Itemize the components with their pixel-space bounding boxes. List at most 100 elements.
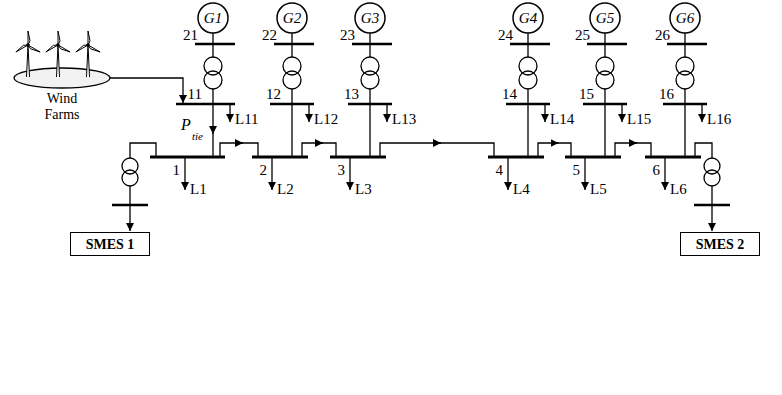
turbine-tower (27, 45, 30, 77)
tie-line (291, 104, 292, 157)
bus-number: 11 (188, 86, 202, 102)
generator-circle: G4 (512, 2, 544, 34)
bus-number: 13 (344, 85, 359, 103)
line-flow (380, 143, 441, 157)
bus-number: 16 (659, 85, 674, 103)
turbine-blade (58, 31, 60, 45)
load-name: L2 (277, 180, 294, 198)
generator-outline (277, 3, 307, 33)
wind-farm-illustration (8, 30, 120, 90)
generator-outline (355, 3, 385, 33)
load-name: L14 (550, 110, 574, 128)
wire (129, 186, 130, 205)
load-name: L4 (513, 180, 530, 198)
bus-bar (252, 156, 308, 159)
load-name: L11 (235, 111, 259, 127)
line-flow (239, 143, 258, 157)
generator-label: G4 (519, 11, 537, 26)
tie-line (604, 104, 605, 157)
transformer-winding (676, 57, 694, 75)
load-arrow (349, 157, 350, 190)
turbine-hub (26, 43, 30, 47)
line-flow (615, 143, 637, 157)
transformer-winding (204, 57, 222, 75)
transformer-winding (596, 57, 614, 75)
bus-number: 1 (173, 162, 181, 178)
bus-number: 6 (653, 162, 661, 178)
transformer-winding (204, 71, 222, 89)
wire (604, 89, 605, 104)
load-name: L5 (590, 180, 607, 198)
transformer-winding (361, 57, 379, 75)
bus-number: 14 (502, 86, 517, 102)
transformer-winding (283, 71, 301, 89)
load-arrow (271, 157, 272, 190)
line-flow (220, 143, 243, 157)
bus-number: 11 (188, 85, 202, 103)
load-name: L3 (355, 181, 372, 197)
bus-number: 15 (579, 85, 594, 103)
generator-outline (670, 3, 700, 33)
bus-bar (645, 156, 701, 159)
bus-number: 3 (338, 162, 346, 178)
turbine-blade (28, 31, 30, 45)
load-arrow (184, 157, 185, 190)
bus-number: 6 (653, 161, 661, 179)
load-arrow (386, 104, 387, 122)
bus-number: 23 (340, 26, 355, 44)
wire (212, 89, 213, 104)
load-name: L13 (392, 110, 416, 128)
load-name: L6 (670, 181, 687, 197)
tie-line (212, 104, 213, 134)
load-name: L14 (550, 111, 574, 127)
turbine-blade (76, 45, 88, 52)
turbine-blade (88, 45, 100, 52)
load-name: L4 (513, 181, 530, 197)
load-name: L5 (590, 181, 607, 197)
power-symbol: P (181, 116, 191, 134)
load-name: L16 (707, 110, 731, 128)
generator-outline (590, 3, 620, 33)
bus-number: 21 (183, 27, 198, 43)
generator-label: G3 (361, 11, 379, 26)
bus-number: 13 (344, 86, 359, 102)
generator-circle: G5 (589, 2, 621, 34)
bus-bar (565, 156, 621, 159)
transformer-winding (283, 57, 301, 75)
load-arrow (584, 157, 585, 190)
transformer-winding (676, 71, 694, 89)
generator-circle: G2 (276, 2, 308, 34)
bus-bar (667, 43, 707, 46)
bus-number: 4 (496, 161, 504, 179)
load-name: L15 (627, 111, 651, 127)
generator-outline (198, 3, 228, 33)
turbine-blade (58, 45, 70, 52)
bus-number: 15 (579, 86, 594, 102)
turbine-tower (87, 45, 90, 77)
wind-farm-label: Wind Farms (34, 91, 90, 123)
bus-number: 4 (496, 162, 504, 178)
generator-label: G6 (676, 11, 694, 26)
bus-number: 16 (659, 86, 674, 102)
bus-number: 26 (655, 27, 670, 43)
bus-number: 12 (266, 86, 281, 102)
line-flow (538, 143, 559, 157)
bus-bar (510, 43, 550, 46)
generator-outline (513, 3, 543, 33)
wind-feeder (110, 78, 183, 103)
line-flow (302, 143, 323, 157)
transformer-winding (361, 71, 379, 89)
bus-number: 2 (260, 161, 268, 179)
load-name: L12 (314, 111, 338, 127)
generator-circle: G1 (197, 2, 229, 34)
smes-feeder (129, 205, 130, 231)
load-name: L11 (235, 110, 259, 128)
generator-label: G5 (596, 11, 614, 26)
generator-label: G2 (283, 11, 301, 26)
load-arrow (507, 157, 508, 190)
load-arrow (308, 104, 309, 122)
bus-number: 22 (262, 26, 277, 44)
bus-number: 1 (173, 161, 181, 179)
